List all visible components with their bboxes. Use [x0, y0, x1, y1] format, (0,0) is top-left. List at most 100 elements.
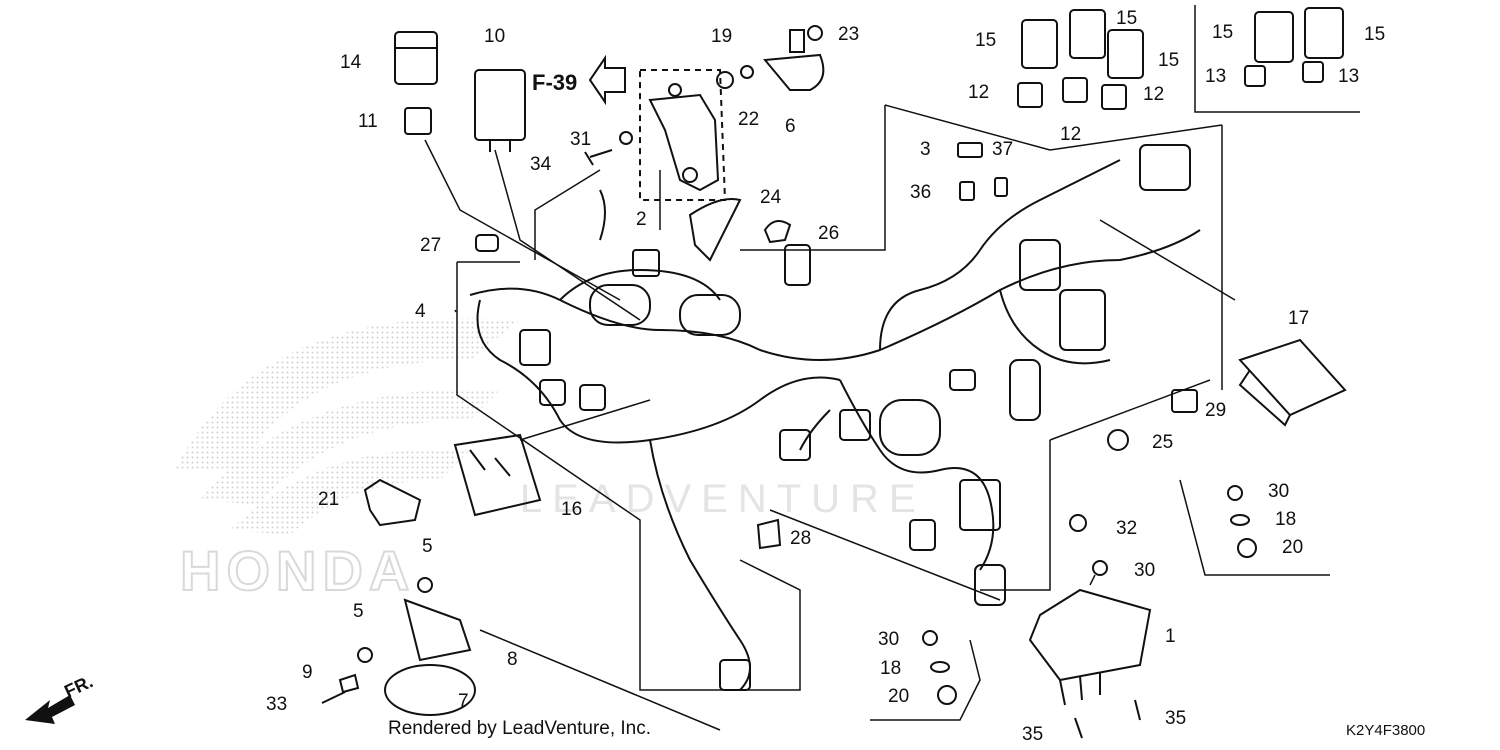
callout-11: 11	[358, 111, 378, 132]
callout-22: 22	[738, 109, 759, 130]
callout-20b: 20	[888, 686, 909, 707]
callout-23: 23	[838, 24, 859, 45]
part-37-fuse	[994, 177, 1008, 197]
part-13-relays	[1244, 61, 1324, 87]
part-11-relay	[404, 107, 432, 135]
callout-30b: 30	[878, 629, 899, 650]
part-30-nut-b	[922, 630, 938, 646]
callout-13a: 13	[1205, 66, 1226, 87]
callout-30c: 30	[1134, 560, 1155, 581]
part-32-bolt	[1069, 514, 1087, 532]
callout-16: 16	[561, 499, 582, 520]
part-23-nut	[807, 25, 823, 41]
front-label: FR.	[61, 671, 96, 701]
part-27-clip	[475, 234, 499, 252]
callout-10: 10	[484, 26, 505, 47]
part-18-washer-a	[1230, 514, 1250, 526]
f39-reference-arrow	[588, 54, 626, 106]
callout-26: 26	[818, 223, 839, 244]
callout-20a: 20	[1282, 537, 1303, 558]
callout-33: 33	[266, 694, 287, 715]
part-6-sensor	[763, 29, 825, 91]
part-9-bolt	[338, 673, 360, 694]
callout-numbers: 14 10 11 19 23 22 6 31 34 2 24 26 27 4 1…	[266, 8, 1385, 745]
callout-36: 36	[910, 182, 931, 203]
part-16-control-unit	[453, 433, 542, 517]
part-5-washer-b	[357, 647, 373, 663]
callout-9: 9	[302, 662, 313, 683]
callout-24: 24	[760, 187, 782, 208]
leader-lines	[424, 5, 1360, 731]
part-24-clamp	[688, 198, 742, 262]
main-wire-harness	[469, 144, 1201, 691]
part-bracket	[648, 83, 720, 192]
leadventure-watermark-text: LEADVENTURE	[520, 477, 926, 521]
callout-12a: 12	[968, 82, 989, 103]
part-36-fuse	[959, 181, 975, 201]
callout-8: 8	[507, 649, 518, 670]
callout-5b: 5	[353, 601, 364, 622]
part-8-horn-bracket	[403, 598, 472, 662]
part-31-washer	[619, 131, 633, 145]
callout-5a: 5	[422, 536, 433, 557]
honda-wing-watermark	[175, 317, 520, 535]
callout-17: 17	[1288, 308, 1309, 329]
part-18-washer-b	[930, 661, 950, 673]
callout-31: 31	[570, 129, 591, 150]
f39-reference-label: F-39	[532, 70, 577, 95]
callout-15e: 15	[1364, 24, 1385, 45]
part-1-regulator	[1028, 588, 1152, 706]
callout-6: 6	[785, 116, 796, 137]
callout-2: 2	[636, 209, 647, 230]
brand-watermark-text: HONDA	[180, 539, 415, 602]
callout-13b: 13	[1338, 66, 1359, 87]
callout-30a: 30	[1268, 481, 1289, 502]
part-20-grommet-a	[1237, 538, 1257, 558]
part-3-fuse	[957, 142, 983, 158]
callout-35b: 35	[1165, 708, 1186, 729]
part-22-collar	[740, 65, 754, 79]
callout-32: 32	[1116, 518, 1137, 539]
callout-37: 37	[992, 139, 1013, 160]
callout-12b: 12	[1060, 124, 1081, 145]
callout-3: 3	[920, 139, 931, 160]
part-35-bolt-a	[1074, 717, 1083, 739]
callout-12c: 12	[1143, 84, 1164, 105]
callout-21: 21	[318, 489, 339, 510]
part-26-clip	[763, 220, 792, 244]
callout-15d: 15	[1212, 22, 1233, 43]
part-35-bolt-b	[1134, 699, 1141, 721]
callout-7: 7	[458, 691, 469, 712]
part-17-ecu	[1238, 338, 1347, 427]
callout-25: 25	[1152, 432, 1173, 453]
part-14-relay-cover	[394, 31, 438, 85]
callout-28: 28	[790, 528, 811, 549]
diagram-code: K2Y4F3800	[1346, 722, 1426, 739]
callout-15c: 15	[1158, 50, 1179, 71]
part-21-bracket	[363, 478, 422, 527]
part-33-bolt	[321, 691, 346, 704]
part-12-relays	[1017, 77, 1127, 110]
callout-18a: 18	[1275, 509, 1296, 530]
callout-18b: 18	[880, 658, 901, 679]
callout-14: 14	[340, 52, 362, 73]
part-19-grommet	[716, 71, 734, 89]
part-20-grommet-b	[937, 685, 957, 705]
part-34-bolt	[584, 149, 613, 166]
part-2-relay	[632, 249, 660, 277]
part-25-clip	[1107, 429, 1129, 451]
footer-credit: Rendered by LeadVenture, Inc.	[388, 718, 652, 739]
callout-27: 27	[420, 235, 441, 256]
part-5-washer-a	[417, 577, 433, 593]
part-7-horn	[384, 664, 476, 716]
callout-35a: 35	[1022, 724, 1043, 745]
part-10-relay-module	[474, 69, 526, 152]
callout-34: 34	[530, 154, 552, 175]
callout-4: 4	[415, 301, 426, 322]
callout-15b: 15	[1116, 8, 1137, 29]
part-15-relays	[1021, 7, 1344, 79]
callout-1: 1	[1165, 626, 1176, 647]
callout-19: 19	[711, 26, 732, 47]
part-30-nut-a	[1227, 485, 1243, 501]
